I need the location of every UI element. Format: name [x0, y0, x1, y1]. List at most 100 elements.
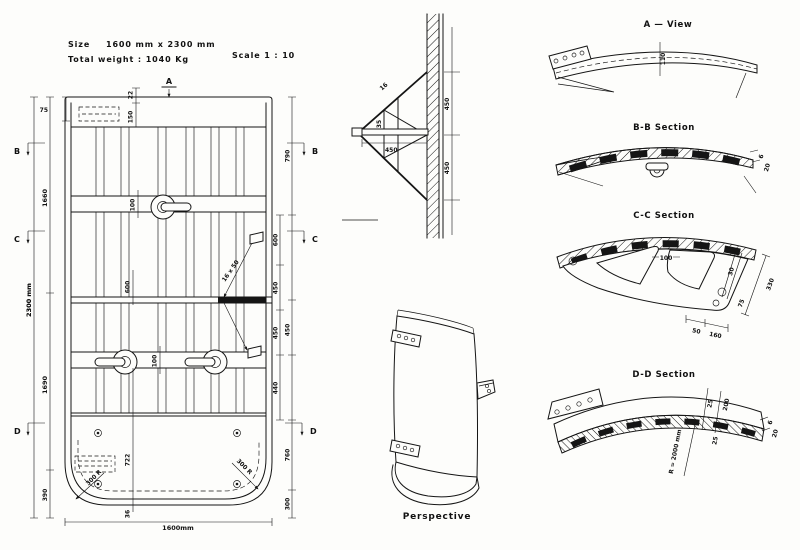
cc-bracket	[562, 248, 749, 311]
section-marker-b-left: B	[14, 142, 45, 156]
a-view-band	[552, 51, 758, 80]
dim-440: 440	[273, 382, 280, 395]
marker-d-label-right: D	[310, 427, 317, 436]
dim-1600: 1600mm	[162, 524, 194, 532]
dim-300r-right: 300 R	[235, 458, 254, 477]
plan-hook-2	[94, 349, 138, 375]
dim-760: 760	[285, 449, 292, 462]
a-view-left-pointer	[557, 76, 615, 93]
title-block: Size 1600 mm x 2300 mm Total weight : 10…	[68, 40, 295, 64]
dim-35: 35	[376, 120, 383, 128]
plan-radius-leader-left	[75, 472, 105, 500]
svg-text:2300 mm: 2300 mm	[25, 283, 33, 317]
perspective-lug-top	[390, 329, 422, 348]
plan-top-lug-dashed	[78, 106, 120, 122]
a-view-right-pointer	[735, 72, 747, 99]
size-label: Size	[68, 40, 90, 49]
dd-dim-25b: 25	[711, 436, 719, 446]
dd-dims: 25 200 25 6 20	[701, 387, 780, 446]
plan-bottom-lug-dashed	[74, 455, 116, 473]
plan-dims-interior: 100 600 100 722 36	[125, 190, 164, 518]
detail-truss-web	[383, 97, 428, 173]
plan-view: 16 x 50 300 R 300 R A B C D B C D 22 150	[14, 77, 318, 532]
cc-band-solid-segments	[570, 240, 749, 266]
dd-lug	[547, 388, 604, 420]
perspective-panel	[393, 315, 479, 478]
plan-dim-bottom: 1600mm	[64, 518, 273, 532]
cc-dim-160: 160	[708, 331, 722, 340]
dd-band-solid-segments	[570, 418, 756, 448]
scale-label: Scale 1 : 10	[232, 51, 295, 60]
dim-75: 75	[40, 107, 48, 114]
bb-band-outline	[555, 147, 754, 176]
detail-truss-chords	[357, 71, 428, 201]
dim-36: 36	[125, 510, 132, 518]
dim-450-horizontal: 450	[385, 147, 398, 154]
section-marker-c-right: C	[287, 230, 318, 244]
detail-member	[426, 13, 444, 239]
detail-bar-cap	[351, 127, 363, 137]
plan-flag-top	[249, 231, 264, 245]
section-marker-d-right: D	[285, 422, 317, 436]
bb-left-pointer	[558, 171, 604, 187]
section-marker-d-left: D	[14, 422, 45, 436]
cc-dim-30: 30	[727, 267, 736, 277]
bb-hook	[645, 162, 669, 178]
perspective-side-bracket	[476, 379, 496, 400]
a-view-centerline	[555, 57, 758, 74]
dd-dim-25: 25	[706, 399, 714, 409]
section-marker-b-right: B	[287, 142, 318, 156]
plan-bottom-boundary	[70, 412, 267, 417]
a-view-title: A — View	[644, 20, 693, 30]
marker-b-label: B	[14, 147, 20, 156]
cc-left-hole	[568, 256, 578, 266]
dim-450-top: 450	[444, 98, 451, 111]
perspective-lug-bottom	[389, 439, 421, 458]
cc-dim-330: 330	[765, 277, 776, 291]
cc-inner-stiffeners	[721, 250, 743, 300]
plan-radius-leader-right	[231, 462, 259, 490]
marker-b-label-right: B	[312, 147, 318, 156]
dim-450-bottom: 450	[444, 162, 451, 175]
cc-dim-50: 50	[691, 327, 701, 336]
dd-section: D-D Section R = 2000 mm 25 200 25 6 20	[547, 370, 780, 477]
cc-dims: 100 30 330 75 50 160	[652, 253, 776, 340]
dd-dim-20: 20	[771, 429, 780, 439]
dd-title: D-D Section	[632, 370, 695, 380]
dim-600-seam: 600	[125, 281, 132, 294]
cc-title: C-C Section	[633, 211, 695, 221]
plan-seam-hatched	[218, 297, 266, 303]
detail-dims: 450 16 35 450 450	[361, 27, 460, 235]
dd-lining-band	[557, 414, 765, 454]
dim-600-right: 600	[273, 234, 280, 247]
detail-view: 450 16 35 450 450	[342, 13, 460, 239]
cc-dim-100: 100	[660, 255, 673, 262]
dim-390: 390	[42, 489, 49, 502]
dim-16: 16	[379, 81, 390, 92]
dim-450a: 450	[273, 282, 280, 295]
dim-2300: 2300 mm	[25, 283, 33, 317]
perspective-label: Perspective	[403, 512, 472, 522]
plan-inner-frame	[70, 102, 267, 500]
section-marker-a: A	[161, 77, 177, 98]
plan-dims-left: 1660 1690 390 2300 mm 2300 mm 75	[25, 96, 70, 519]
dim-450b: 450	[273, 327, 280, 340]
cc-section: C-C Section 100 30 330 75 50 160	[556, 211, 776, 340]
detail-bar	[351, 128, 429, 136]
dd-radius-label: R = 2000 mm	[668, 429, 683, 475]
bb-title: B-B Section	[633, 123, 695, 133]
cc-hole-2	[712, 299, 720, 307]
a-view-lug	[548, 45, 592, 70]
dim-100a: 100	[130, 199, 137, 212]
cc-dim-75: 75	[737, 298, 746, 308]
plan-hook-3	[184, 349, 228, 375]
plan-bottom-dashed-line	[77, 440, 260, 492]
dim-100b: 100	[152, 355, 159, 368]
perspective-top-flange	[396, 309, 475, 335]
bb-dims: 6 20	[743, 149, 772, 194]
bb-section: B-B Section 6 20	[555, 123, 772, 194]
plan-leader-line-1	[223, 242, 253, 298]
size-value: 1600 mm x 2300 mm	[106, 40, 215, 49]
